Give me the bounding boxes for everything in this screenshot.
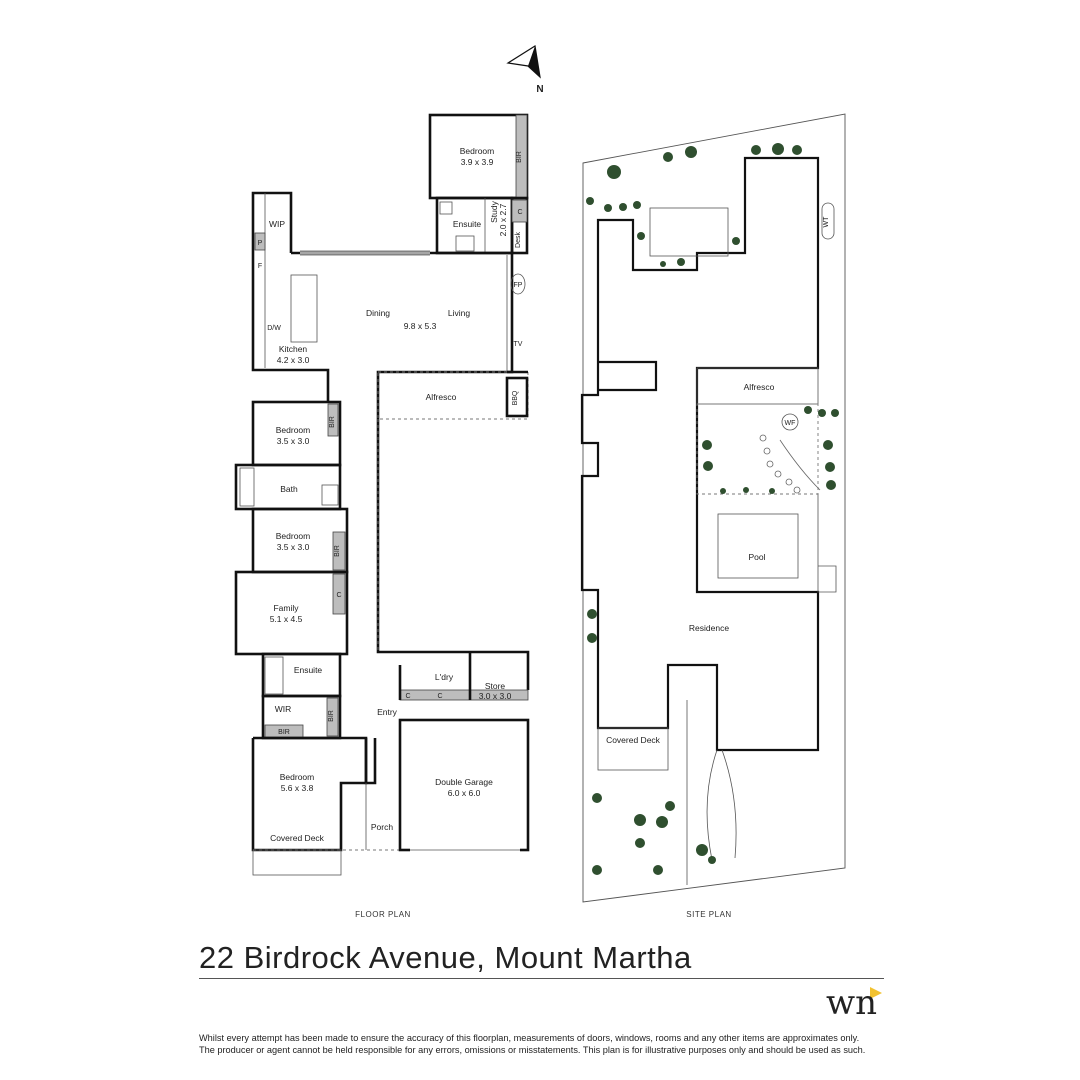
site-alfresco-label: Alfresco [744, 382, 775, 392]
room-name: Store [485, 681, 506, 691]
svg-text:P: P [258, 240, 263, 247]
room-name: Ensuite [294, 665, 323, 675]
svg-text:D/W: D/W [267, 325, 281, 332]
site-pool-label: Pool [748, 552, 765, 562]
room-name: Kitchen [279, 344, 308, 354]
room-name: Double Garage [435, 777, 493, 787]
svg-text:C: C [437, 693, 442, 700]
room-dims: 3.5 x 3.0 [277, 436, 310, 446]
svg-text:BIR: BIR [278, 729, 290, 736]
svg-text:FP: FP [514, 282, 523, 289]
room-dims: 5.6 x 3.8 [281, 783, 314, 793]
floor-plan-caption: FLOOR PLAN [355, 910, 411, 919]
room-dims: 3.9 x 3.9 [461, 157, 494, 167]
room-name: Bedroom [276, 531, 311, 541]
room-name: Ensuite [453, 219, 482, 229]
svg-text:BIR: BIR [329, 416, 336, 428]
room-name: L'dry [435, 672, 454, 682]
room-dims: 3.5 x 3.0 [277, 542, 310, 552]
room-name: Dining [366, 308, 390, 318]
room-name: Study [489, 200, 499, 222]
disclaimer-line: Whilst every attempt has been made to en… [199, 1033, 860, 1043]
room-name: Bedroom [460, 146, 495, 156]
disclaimer-line: The producer or agent cannot be held res… [199, 1044, 866, 1055]
room-name: WIP [269, 219, 285, 229]
room-name: Bedroom [280, 772, 315, 782]
svg-text:C: C [405, 693, 410, 700]
svg-text:F: F [258, 263, 262, 270]
room-name: WIR [275, 704, 292, 714]
svg-text:TV: TV [514, 341, 523, 348]
room-dims: 9.8 x 5.3 [404, 321, 437, 331]
logo-text: wn [826, 983, 877, 1023]
room-dims: 5.1 x 4.5 [270, 614, 303, 624]
site-deck-label: Covered Deck [606, 735, 661, 745]
north-label: N [536, 84, 543, 95]
room-dims: 3.0 x 3.0 [479, 691, 512, 701]
svg-text:C: C [517, 209, 522, 216]
room-name: Living [448, 308, 470, 318]
room-name: Bedroom [276, 425, 311, 435]
floor-room-labels: Bedroom 3.9 x 3.9 Study 2.0 x 2.7 Ensuit… [269, 146, 512, 843]
svg-text:BIR: BIR [516, 151, 523, 163]
site-plan-caption: SITE PLAN [686, 910, 731, 919]
room-name: Covered Deck [270, 833, 325, 843]
room-dims: 2.0 x 2.7 [498, 203, 508, 236]
north-arrow-icon: N [506, 45, 544, 95]
title-divider [199, 978, 884, 979]
room-name: Alfresco [426, 392, 457, 402]
room-name: Bath [280, 484, 298, 494]
svg-text:BIR: BIR [334, 545, 341, 557]
floor-plan: BIR C Desk P F D/W FP TV BBQ [234, 113, 530, 919]
room-dims: 6.0 x 6.0 [448, 788, 481, 798]
svg-text:WF: WF [785, 420, 796, 427]
room-name: Entry [377, 707, 398, 717]
site-plan: WF WT Alfresco Pool Residence Covered D [580, 113, 846, 919]
tree-icons [586, 143, 839, 875]
room-name: Porch [371, 822, 393, 832]
svg-text:BBQ: BBQ [512, 390, 519, 405]
svg-text:WT: WT [823, 216, 830, 228]
room-dims: 4.2 x 3.0 [277, 355, 310, 365]
svg-text:Desk: Desk [515, 232, 522, 248]
property-title: 22 Birdrock Avenue, Mount Martha [199, 940, 692, 975]
logo-flag-icon [870, 987, 882, 999]
svg-text:C: C [336, 592, 341, 599]
site-residence-label: Residence [689, 623, 729, 633]
disclaimer: Whilst every attempt has been made to en… [199, 1033, 904, 1056]
room-name: Family [273, 603, 299, 613]
svg-text:BIR: BIR [328, 710, 335, 722]
